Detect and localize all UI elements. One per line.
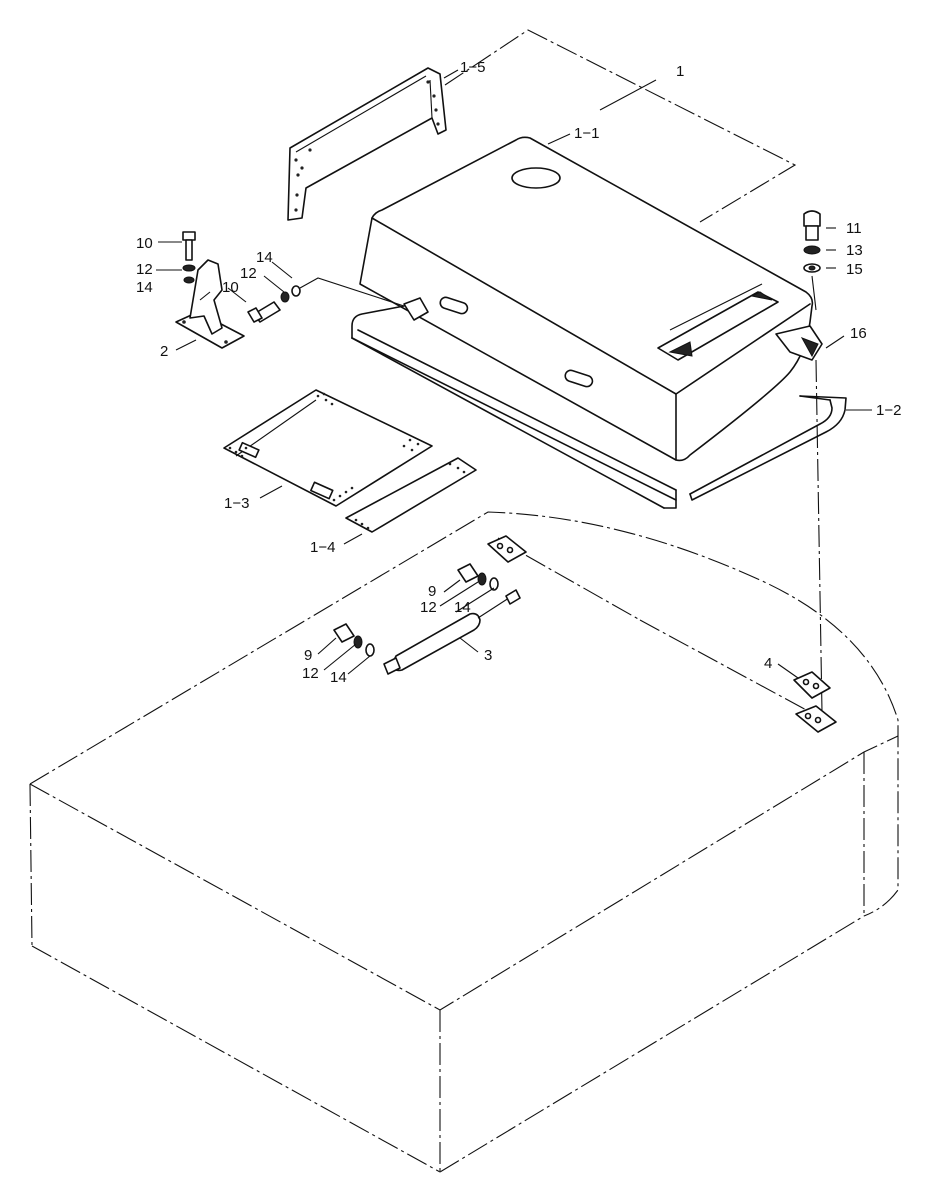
washer-12-upper (477, 572, 487, 586)
callout-1: 1 (676, 63, 684, 80)
frame-1-2 (351, 305, 847, 509)
strip-1-4 (345, 457, 477, 533)
callout-15: 15 (846, 261, 863, 278)
plate-dots (228, 392, 420, 502)
callout-14-upper: 14 (454, 599, 471, 616)
callout-12-side: 12 (240, 265, 257, 282)
callout-14-side: 14 (256, 249, 273, 266)
plate-1-3 (223, 389, 433, 507)
hinge-bracket-2 (175, 259, 245, 349)
washer-14-upper (489, 577, 499, 591)
callout-14-lower: 14 (330, 669, 347, 686)
callout-2: 2 (160, 343, 168, 360)
nut-9-lower (333, 623, 355, 643)
callout-9-lower: 9 (304, 647, 312, 664)
clip-4-top (487, 535, 527, 563)
bolt-10-side (247, 301, 281, 323)
callout-16: 16 (850, 325, 867, 342)
washer-14-lower (365, 643, 375, 657)
washer-15 (803, 263, 821, 273)
assembly-1-boundary (444, 29, 797, 223)
callout-1-4: 1−4 (310, 539, 335, 556)
callout-labels: 1 1−1 1−5 10 12 14 14 12 10 2 11 13 15 1… (136, 59, 901, 686)
clip-4-lower (795, 705, 837, 733)
washer-12-lower (353, 635, 363, 649)
callout-11: 11 (846, 220, 862, 237)
callout-10-side: 10 (222, 279, 239, 296)
callout-4: 4 (764, 655, 772, 672)
gas-strut-3 (383, 589, 521, 675)
washer-12-left (182, 264, 196, 272)
bolt-10-left (182, 231, 196, 261)
hinge-pin (403, 297, 429, 321)
callout-14-left: 14 (136, 279, 153, 296)
washer-14-side (291, 285, 301, 297)
leader-lines (156, 69, 872, 679)
callout-12-lower: 12 (302, 665, 319, 682)
callout-12-upper: 12 (420, 599, 437, 616)
washer-13 (803, 245, 821, 255)
bracket-1-5 (287, 67, 447, 221)
clip-4-upper (793, 671, 831, 699)
callout-13: 13 (846, 242, 863, 259)
washer-14-left (183, 276, 195, 284)
callout-1-2: 1−2 (876, 402, 901, 419)
callout-10-left: 10 (136, 235, 153, 252)
washer-12-side (280, 291, 290, 303)
callout-1-3: 1−3 (224, 495, 249, 512)
callout-3: 3 (484, 647, 492, 664)
nut-9-upper (457, 563, 479, 583)
cover-1-1 (359, 136, 823, 462)
callout-1-1: 1−1 (574, 125, 599, 142)
callout-1-5: 1−5 (460, 59, 485, 76)
callout-12-left: 12 (136, 261, 153, 278)
callout-9-upper: 9 (428, 583, 436, 600)
bolt-11 (803, 210, 821, 241)
